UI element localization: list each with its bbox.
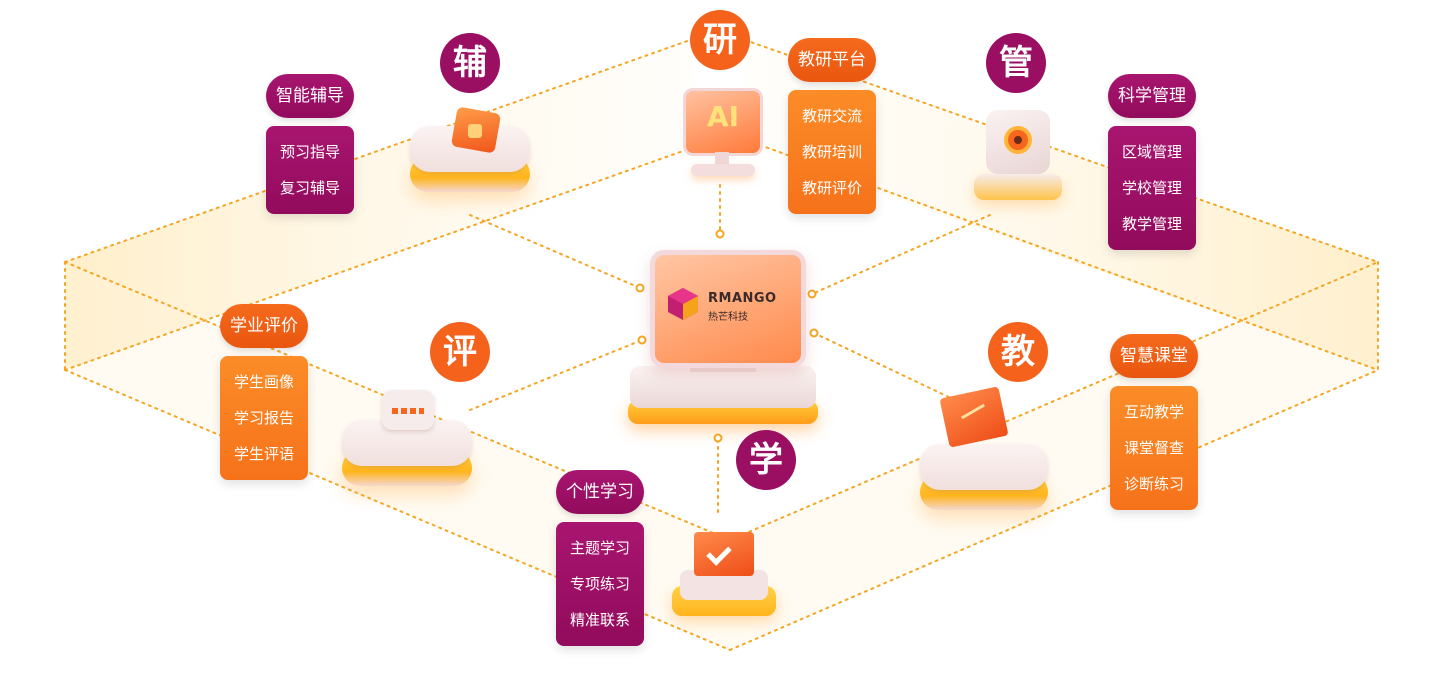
fu-circle: 辅 bbox=[440, 33, 500, 93]
fu-platform-icon bbox=[410, 106, 530, 192]
fu-card: 预习指导 复习辅导 bbox=[266, 126, 354, 214]
yan-item: 教研评价 bbox=[801, 179, 862, 197]
edge-outer-top-left bbox=[64, 39, 691, 263]
logo-title: RMANGO bbox=[708, 291, 777, 306]
connector-dot bbox=[637, 335, 647, 345]
connector-ping bbox=[469, 339, 643, 411]
xue-box-icon bbox=[672, 520, 776, 616]
camera-icon bbox=[972, 110, 1064, 202]
yan-item: 教研培训 bbox=[801, 143, 862, 161]
ping-platform-icon bbox=[342, 390, 472, 486]
jiao-platform-icon bbox=[920, 386, 1048, 510]
xue-item: 主题学习 bbox=[569, 539, 630, 557]
ping-item: 学生画像 bbox=[233, 373, 294, 391]
connector-dot bbox=[635, 283, 645, 293]
connector-jiao bbox=[813, 332, 956, 401]
ping-item: 学生评语 bbox=[233, 445, 294, 463]
edge-inner-bottom-right bbox=[729, 369, 1379, 651]
jiao-item: 课堂督查 bbox=[1123, 439, 1184, 457]
xue-card: 主题学习 专项练习 精准联系 bbox=[556, 522, 644, 646]
jiao-title: 智慧课堂 bbox=[1110, 334, 1198, 378]
jiao-circle: 教 bbox=[988, 322, 1048, 382]
xue-circle: 学 bbox=[736, 430, 796, 490]
jiao-item: 互动教学 bbox=[1123, 403, 1184, 421]
jiao-card: 互动教学 课堂督查 诊断练习 bbox=[1110, 386, 1198, 510]
rmango-logo-icon bbox=[668, 288, 698, 320]
logo-subtitle: 热芒科技 bbox=[708, 312, 748, 323]
ping-card: 学生画像 学习报告 学生评语 bbox=[220, 356, 308, 480]
guan-item: 区域管理 bbox=[1121, 143, 1182, 161]
edge-outer-bottom-right bbox=[729, 261, 1379, 541]
ai-label: AI bbox=[706, 100, 740, 133]
fu-title: 智能辅导 bbox=[266, 74, 354, 118]
connector-fu bbox=[469, 214, 641, 289]
connector-dot bbox=[809, 328, 819, 338]
guan-item: 学校管理 bbox=[1121, 179, 1182, 197]
band-top-right bbox=[745, 40, 1378, 370]
connector-dot bbox=[807, 289, 817, 299]
connector-dot bbox=[715, 229, 725, 239]
yan-title: 教研平台 bbox=[788, 38, 876, 82]
ai-monitor-icon: AI bbox=[683, 88, 763, 182]
fu-item: 预习指导 bbox=[279, 143, 340, 161]
guan-circle: 管 bbox=[986, 33, 1046, 93]
center-monitor-base bbox=[630, 366, 816, 408]
ping-item: 学习报告 bbox=[233, 409, 294, 427]
guan-title: 科学管理 bbox=[1108, 74, 1196, 118]
yan-circle: 研 bbox=[690, 10, 750, 70]
xue-item: 精准联系 bbox=[569, 611, 630, 629]
fu-item: 复习辅导 bbox=[279, 179, 340, 197]
guan-card: 区域管理 学校管理 教学管理 bbox=[1108, 126, 1196, 250]
band-top-left bbox=[65, 40, 700, 370]
xue-title: 个性学习 bbox=[556, 470, 644, 514]
yan-item: 教研交流 bbox=[801, 107, 862, 125]
edge-inner-top-left bbox=[64, 144, 701, 371]
edge-outer-bottom-left bbox=[64, 261, 731, 541]
connector-dot bbox=[713, 433, 723, 443]
edge-inner-top-right bbox=[759, 144, 1379, 371]
yan-card: 教研交流 教研培训 教研评价 bbox=[788, 90, 876, 214]
connector-guan bbox=[811, 214, 991, 295]
ping-circle: 评 bbox=[430, 322, 490, 382]
ping-title: 学业评价 bbox=[220, 304, 308, 348]
jiao-item: 诊断练习 bbox=[1123, 475, 1184, 493]
xue-item: 专项练习 bbox=[569, 575, 630, 593]
guan-item: 教学管理 bbox=[1121, 215, 1182, 233]
